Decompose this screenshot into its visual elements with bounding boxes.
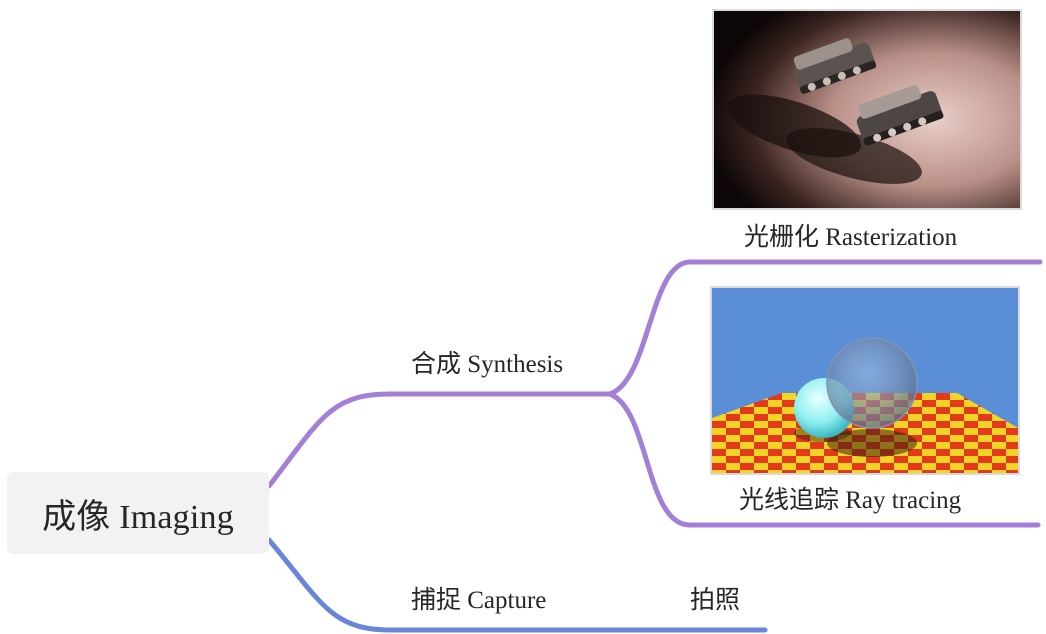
ray-tracing-node[interactable]: 光线追踪 Ray tracing bbox=[739, 488, 961, 513]
ray-tracing-image bbox=[710, 286, 1020, 475]
connector-root-synthesis bbox=[266, 391, 613, 489]
connector-synthesis-rasterization bbox=[607, 259, 1043, 397]
rasterization-image bbox=[712, 9, 1022, 210]
connector-synthesis-raytracing bbox=[607, 391, 1041, 528]
photo-node[interactable]: 拍照 bbox=[690, 588, 740, 613]
photo-label: 拍照 bbox=[690, 587, 741, 614]
capture-label: 捕捉 Capture bbox=[411, 587, 547, 614]
root-node-label: 成像 Imaging bbox=[42, 498, 234, 536]
capture-node[interactable]: 捕捉 Capture bbox=[411, 588, 546, 613]
root-node[interactable]: 成像 Imaging bbox=[7, 472, 269, 554]
rasterization-label: 光栅化 Rasterization bbox=[744, 224, 958, 251]
synthesis-node[interactable]: 合成 Synthesis bbox=[411, 352, 563, 377]
rasterization-node[interactable]: 光栅化 Rasterization bbox=[744, 225, 957, 250]
ray-tracing-label: 光线追踪 Ray tracing bbox=[739, 487, 962, 514]
synthesis-label: 合成 Synthesis bbox=[411, 351, 564, 378]
connector-root-capture bbox=[266, 537, 768, 633]
